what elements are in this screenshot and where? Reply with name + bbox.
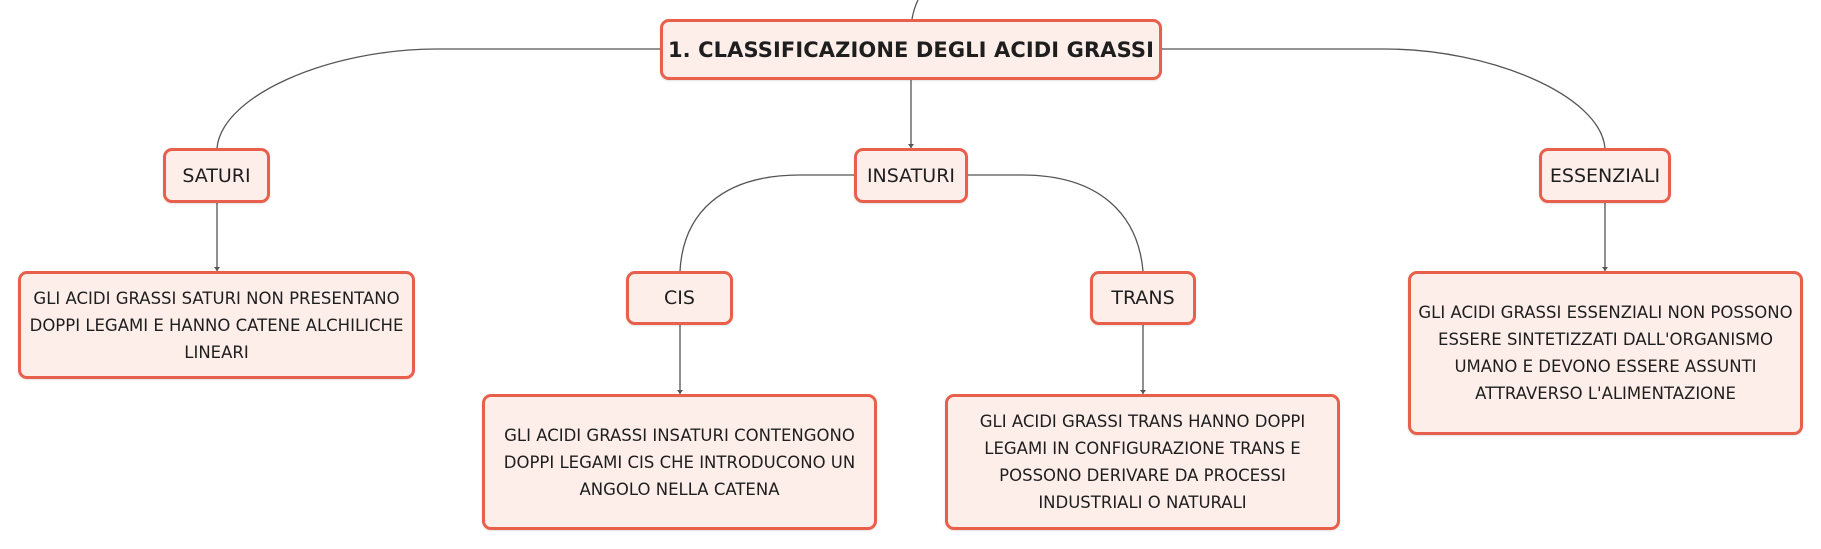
arrowhead-saturi-desc: [214, 267, 220, 271]
connector-insaturi-to-cis: [679, 174, 854, 272]
connector-root-to-essenziali: [1162, 48, 1606, 149]
arrowhead-essenziali-desc: [1602, 267, 1608, 271]
topic-label-essenziali: ESSENZIALI: [1549, 164, 1661, 187]
topic-label-saturi: SATURI: [182, 164, 251, 187]
description-node-trans[interactable]: GLI ACIDI GRASSI TRANS HANNO DOPPI LEGAM…: [945, 394, 1340, 530]
description-node-saturi[interactable]: GLI ACIDI GRASSI SATURI NON PRESENTANO D…: [18, 271, 415, 379]
connector-parent-to-root: [911, 0, 919, 20]
description-node-essenziali[interactable]: GLI ACIDI GRASSI ESSENZIALI NON POSSONO …: [1408, 271, 1803, 435]
description-text-trans: GLI ACIDI GRASSI TRANS HANNO DOPPI LEGAM…: [979, 412, 1306, 512]
topic-label-insaturi: INSATURI: [866, 164, 956, 187]
topic-node-insaturi[interactable]: INSATURI: [854, 148, 968, 203]
arrowhead-insaturi: [908, 144, 914, 148]
description-text-cis: GLI ACIDI GRASSI INSATURI CONTENGONO DOP…: [503, 425, 856, 499]
connector-insaturi-to-trans: [968, 174, 1144, 272]
topic-node-cis[interactable]: CIS: [626, 271, 733, 325]
arrowhead-trans-desc: [1140, 390, 1146, 394]
description-node-cis[interactable]: GLI ACIDI GRASSI INSATURI CONTENGONO DOP…: [482, 394, 877, 530]
arrowhead-cis-desc: [677, 390, 683, 394]
connector-root-to-saturi: [216, 48, 660, 149]
topic-node-trans[interactable]: TRANS: [1090, 271, 1196, 325]
topic-label-cis: CIS: [664, 287, 695, 309]
topic-node-saturi[interactable]: SATURI: [163, 148, 270, 203]
root-topic-node[interactable]: 1. CLASSIFICAZIONE DEGLI ACIDI GRASSI: [660, 19, 1162, 80]
description-text-saturi: GLI ACIDI GRASSI SATURI NON PRESENTANO D…: [29, 288, 404, 362]
description-text-essenziali: GLI ACIDI GRASSI ESSENZIALI NON POSSONO …: [1418, 303, 1793, 403]
topic-label-trans: TRANS: [1111, 287, 1175, 309]
topic-node-essenziali[interactable]: ESSENZIALI: [1539, 148, 1671, 203]
root-topic-label: 1. CLASSIFICAZIONE DEGLI ACIDI GRASSI: [667, 37, 1155, 62]
